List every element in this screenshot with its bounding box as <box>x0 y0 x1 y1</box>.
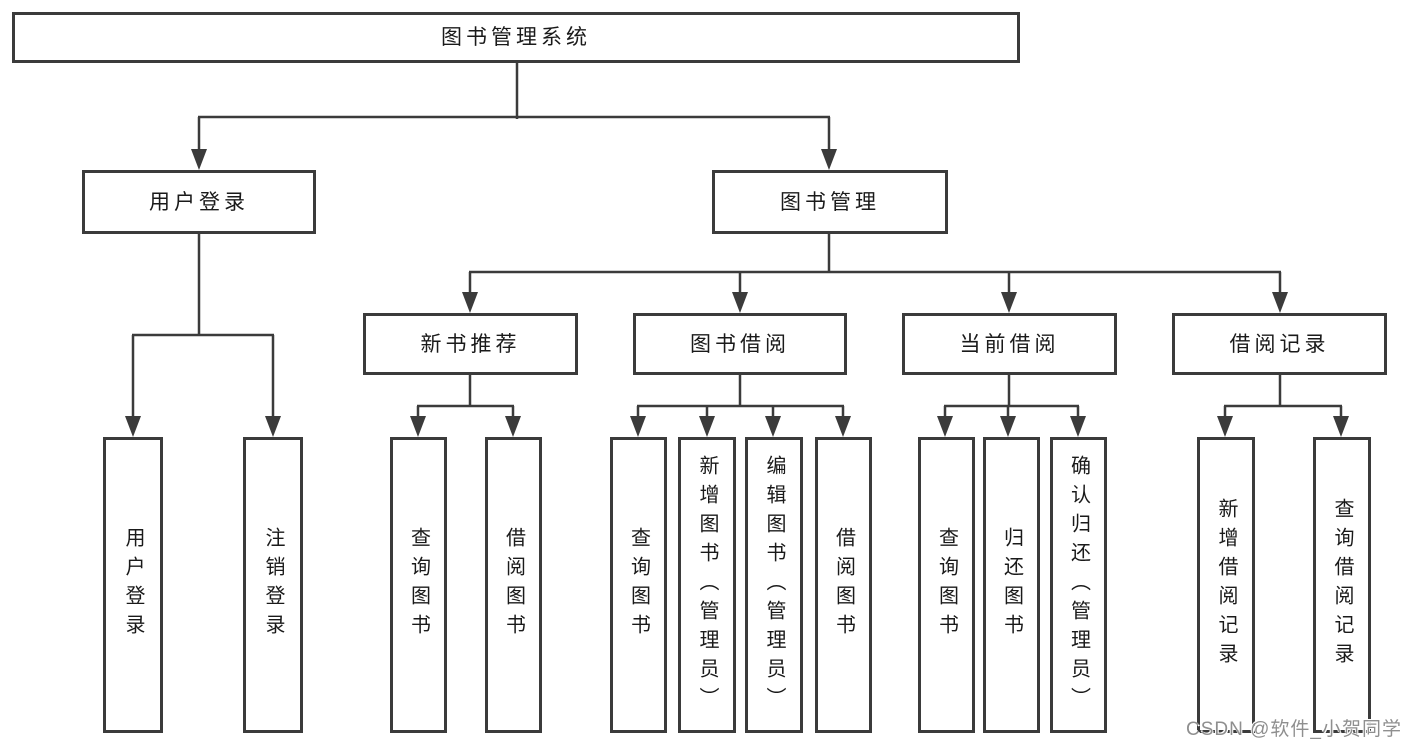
node-label: 查询借阅记录 <box>1331 498 1353 672</box>
node-label: 确认归还（管理员） <box>1067 454 1090 716</box>
node-label: 查询图书 <box>407 527 430 643</box>
node-user-login: 用户登录 <box>82 170 316 234</box>
node-label: 归还图书 <box>1000 527 1023 643</box>
node-label: 图书管理 <box>780 190 880 214</box>
leaf-add-borrow-record: 新增借阅记录 <box>1197 437 1255 733</box>
node-label: 用户登录 <box>149 190 249 214</box>
leaf-edit-book-admin: 编辑图书（管理员） <box>745 437 803 733</box>
leaf-query-books: 查询图书 <box>918 437 975 733</box>
leaf-user-login: 用户登录 <box>103 437 163 733</box>
node-current-borrowing: 当前借阅 <box>902 313 1117 375</box>
node-library-management-system: 图书管理系统 <box>12 12 1020 63</box>
leaf-query-books: 查询图书 <box>610 437 667 733</box>
node-label: 当前借阅 <box>959 332 1060 356</box>
node-borrowing-records: 借阅记录 <box>1172 313 1387 375</box>
leaf-borrow-books: 借阅图书 <box>815 437 872 733</box>
arrow-heads <box>125 149 1349 437</box>
leaf-logout: 注销登录 <box>243 437 303 733</box>
node-label: 图书管理系统 <box>441 26 591 49</box>
node-new-book-recommend: 新书推荐 <box>363 313 578 375</box>
node-label: 注销登录 <box>262 527 284 643</box>
node-label: 图书借阅 <box>690 332 790 356</box>
node-label: 查询图书 <box>935 527 958 643</box>
leaf-confirm-return-admin: 确认归还（管理员） <box>1050 437 1107 733</box>
node-label: 借阅记录 <box>1229 332 1330 356</box>
leaf-return-books: 归还图书 <box>983 437 1040 733</box>
leaf-query-books: 查询图书 <box>390 437 447 733</box>
node-book-management: 图书管理 <box>712 170 948 234</box>
node-label: 查询图书 <box>627 527 650 643</box>
leaf-query-borrow-record: 查询借阅记录 <box>1313 437 1371 733</box>
leaf-borrow-books: 借阅图书 <box>485 437 542 733</box>
node-label: 借阅图书 <box>832 527 855 643</box>
tree-edges <box>131 63 1343 420</box>
node-label: 编辑图书（管理员） <box>763 454 785 716</box>
node-label: 新书推荐 <box>420 332 521 356</box>
leaf-add-book-admin: 新增图书（管理员） <box>678 437 736 733</box>
node-label: 借阅图书 <box>502 527 525 643</box>
node-label: 新增借阅记录 <box>1215 498 1237 672</box>
node-label: 新增图书（管理员） <box>696 454 718 716</box>
csdn-watermark: CSDN @软件_小贺同学 <box>1186 719 1402 740</box>
node-label: 用户登录 <box>122 527 144 643</box>
node-book-borrowing: 图书借阅 <box>633 313 847 375</box>
